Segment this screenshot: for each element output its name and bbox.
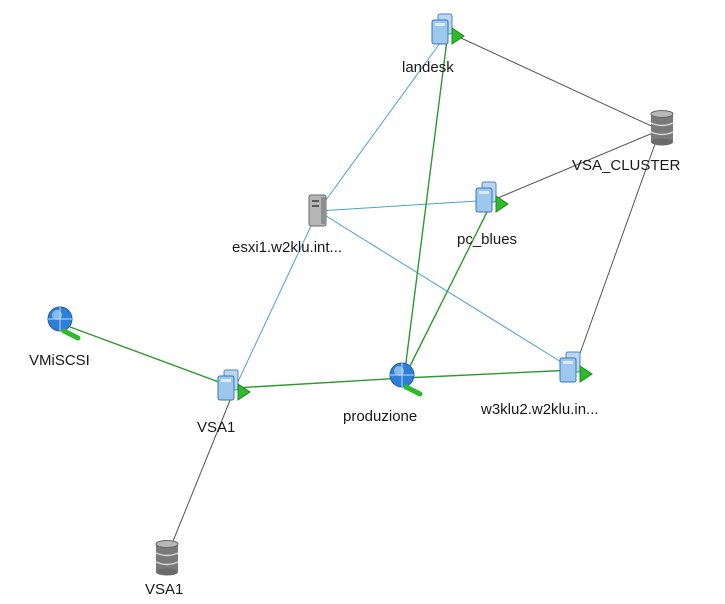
datastore-icon	[650, 110, 674, 146]
node-label: VMiSCSI	[29, 352, 90, 369]
datastore-icon	[155, 540, 179, 576]
edge-produzione-vsa1_vm	[234, 377, 405, 389]
node-label: landesk	[402, 59, 454, 76]
virtual-machine-icon	[559, 351, 593, 383]
node-label: VSA1	[197, 419, 236, 436]
edge-produzione-pc_blues	[403, 199, 494, 379]
edge-vmiscsi-vsa1_vm	[61, 323, 236, 389]
virtual-machine-icon	[217, 369, 251, 401]
node-label: w3klu2.w2klu.in...	[481, 401, 599, 418]
edge-esxi1-landesk	[317, 31, 449, 212]
node-label: produzione	[343, 408, 418, 425]
edge-vsa1_vm-vsa1_ds	[166, 387, 236, 557]
node-label: VSA_CLUSTER	[572, 157, 681, 174]
node-label: VSA1	[145, 581, 184, 598]
edge-landesk-vsa_cluster	[447, 31, 661, 131]
network-globe-icon	[389, 362, 423, 397]
virtual-machine-icon	[475, 181, 509, 213]
edge-esxi1-w3klu2	[317, 210, 575, 371]
virtual-machine-icon	[431, 13, 465, 45]
network-globe-icon	[47, 306, 81, 341]
edge-esxi1-pc_blues	[317, 199, 494, 212]
edge-esxi1-vsa1_vm	[234, 210, 319, 389]
node-label: esxi1.w2klu.int...	[232, 239, 343, 256]
edge-pc_blues-vsa_cluster	[492, 129, 661, 201]
edge-w3klu2-vsa_cluster	[573, 129, 661, 371]
server-icon	[308, 194, 327, 227]
edge-produzione-w3klu2	[403, 369, 575, 379]
node-label: pc_blues	[457, 231, 518, 248]
edge-produzione-landesk	[403, 31, 449, 379]
